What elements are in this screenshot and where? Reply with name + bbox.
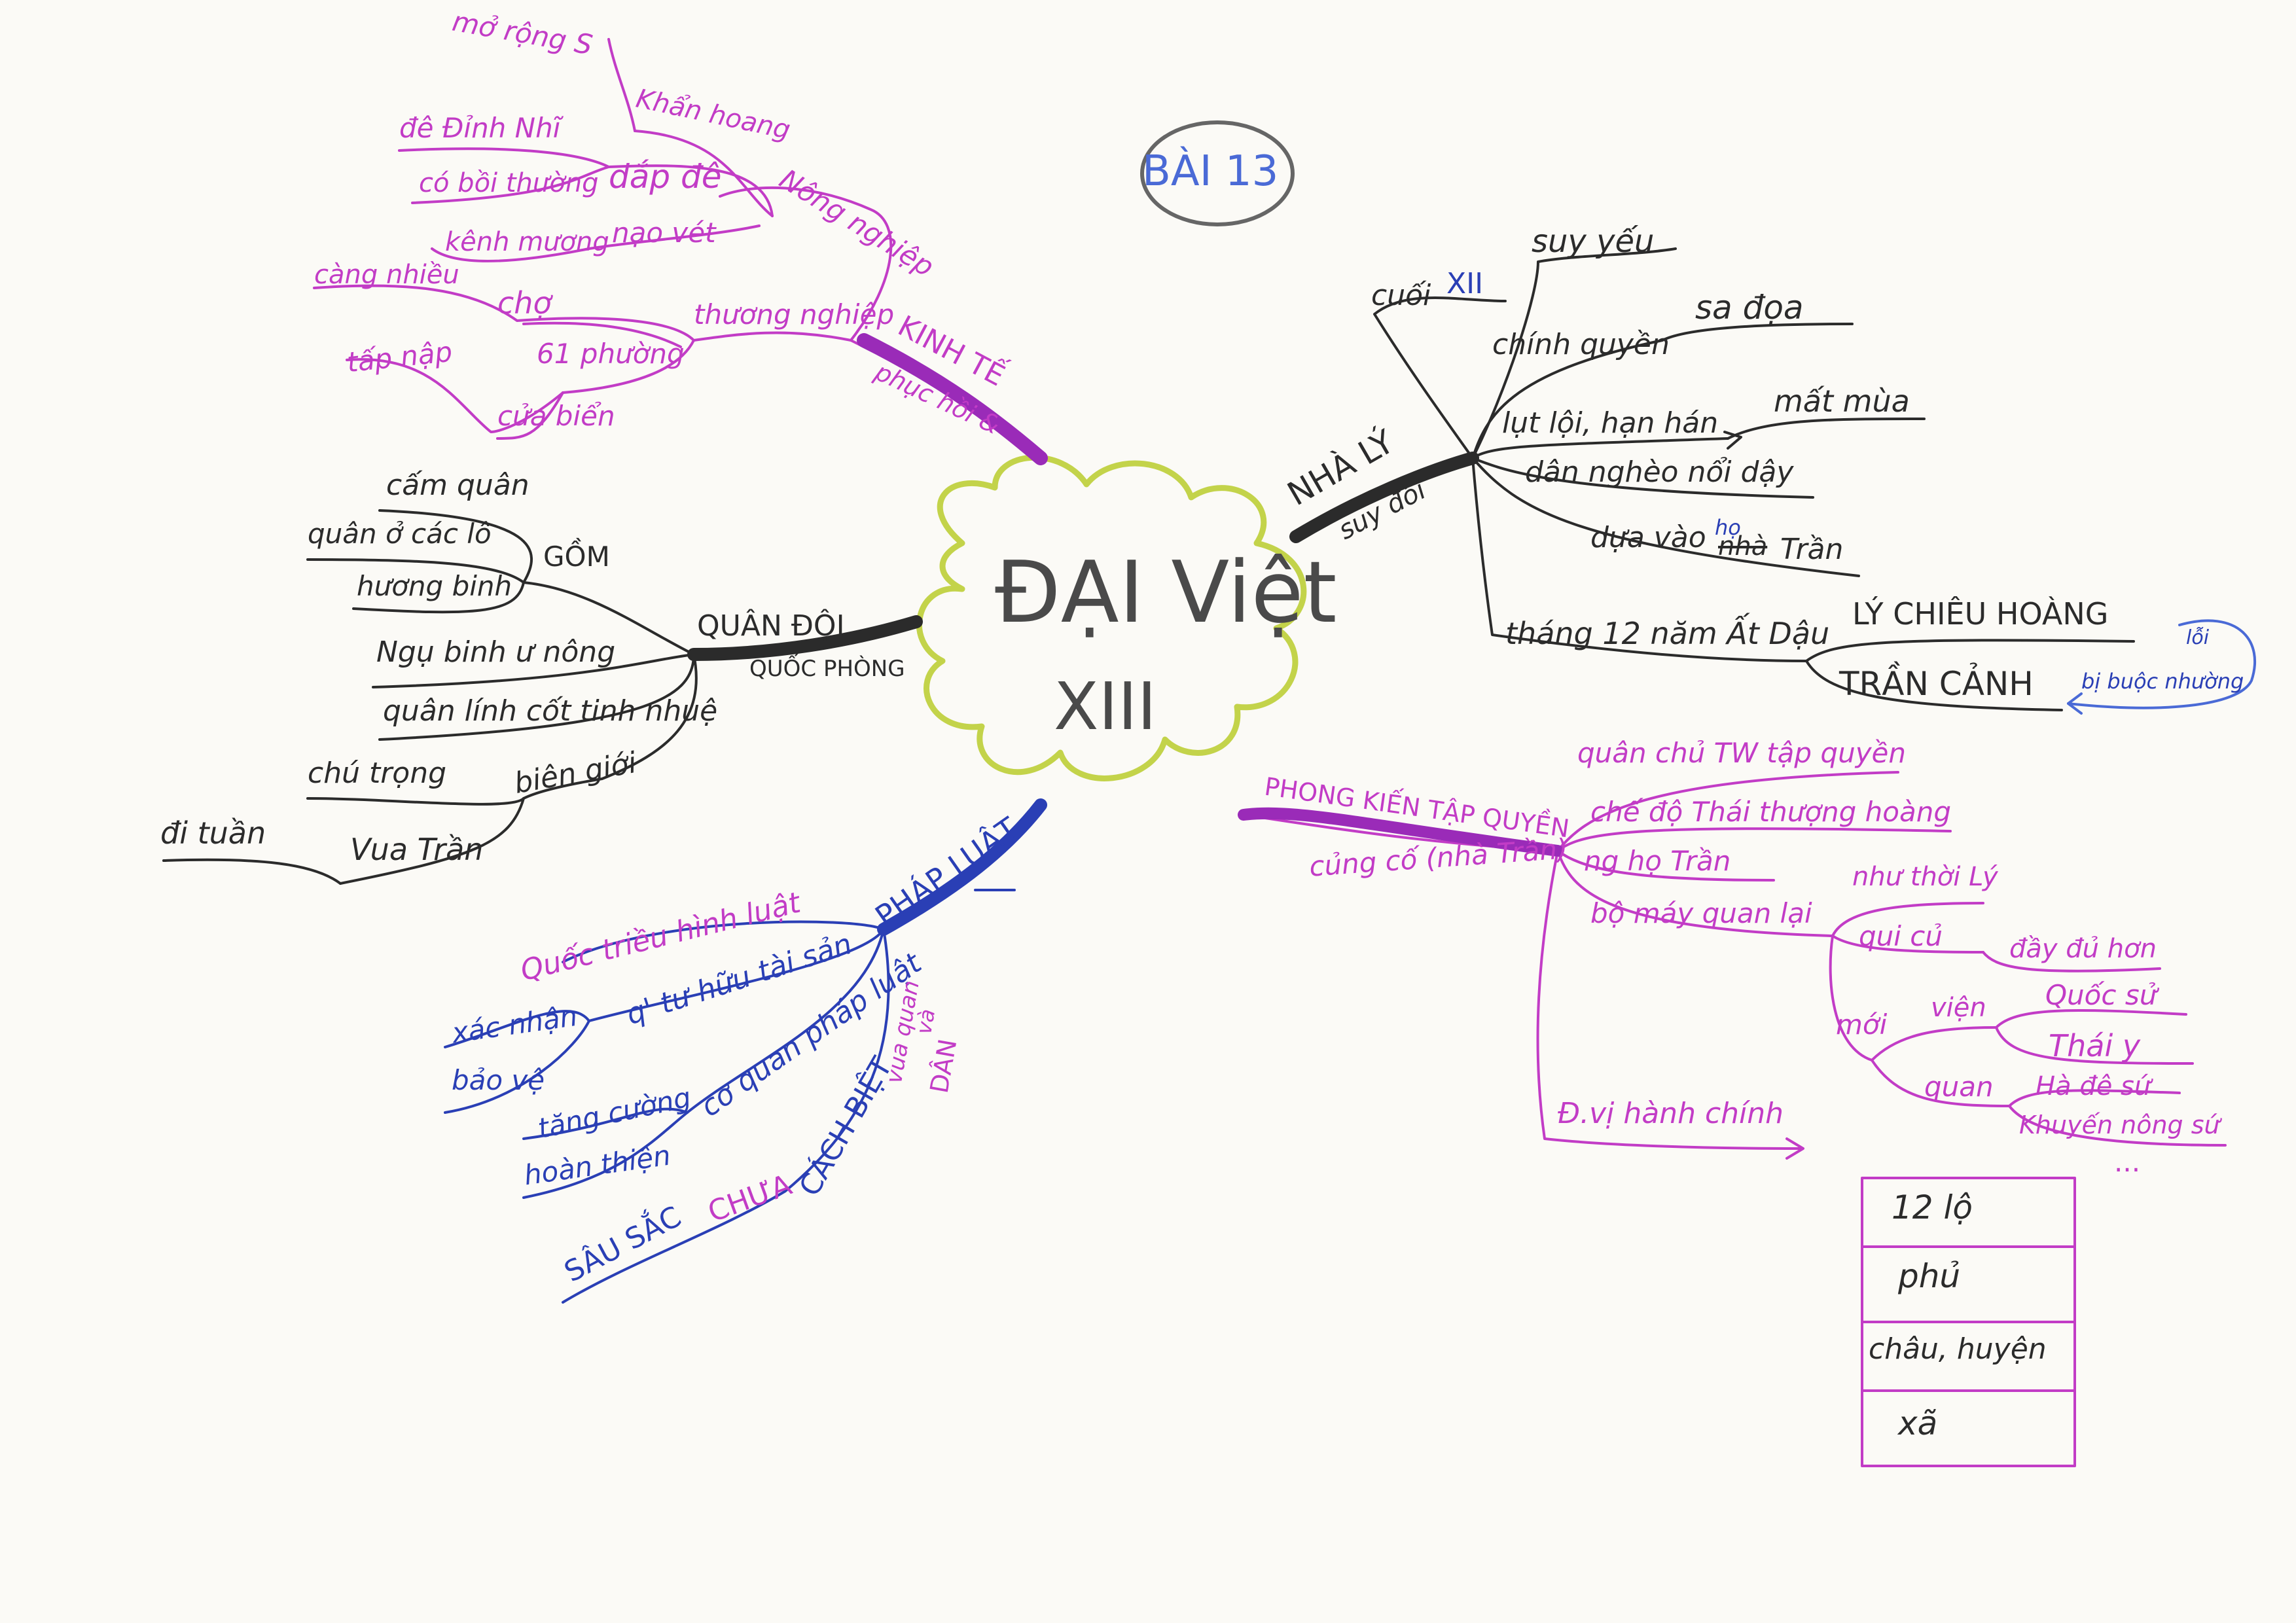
dua-vao: dựa vào [1590,521,1706,554]
huong-binh: hương binh [357,570,512,602]
quan-o-cac-lo: quân ở các lô [308,518,492,550]
bao-ve: bảo vệ [452,1064,545,1096]
phong-kien-stem [1238,807,1564,857]
quan-doi-branch [162,509,698,885]
level-xa: xã [1898,1404,1938,1442]
tran: Trần [1780,533,1844,566]
center-title: ĐẠI Việt [995,543,1337,642]
thai-y: Thái y [2049,1028,2141,1063]
tinh-nhue: quân lính cốt tinh nhuệ [383,694,718,728]
che-do: chế độ Thái thượng hoàng [1590,796,1952,828]
center-subtitle: XIII [1054,668,1157,745]
cua-bien: cửa biển [497,400,615,432]
gom: GỒM [543,541,610,573]
nha-struck: nhà [1718,531,1768,562]
nao-vet: nạo vét [612,217,716,249]
ho: họ [1715,515,1741,540]
level-phu: phủ [1898,1257,1961,1295]
di-tuan: đi tuần [160,815,266,851]
tran-canh: TRẦN CẢNH [1839,665,2034,703]
kinh-te-stem [857,333,1048,465]
ng-ho-tran: ng họ Trần [1584,845,1731,877]
center-cloud [916,454,1307,781]
cuoi: cuối [1371,279,1431,312]
nha-ly-branch [1373,247,2135,711]
thang12: tháng 12 năm Ất Dậu [1505,616,1830,651]
title-tag: BÀI 13 [1142,147,1279,196]
chinh-quyen: chính quyền [1492,328,1670,361]
kenh-muong: kênh mương [445,227,609,257]
dots: ... [2114,1146,2141,1178]
quoc-su: Quốc sử [2045,979,2157,1011]
kinh-te-branch [313,38,1042,453]
level-lo: 12 lộ [1892,1188,1973,1226]
mat-mua-arrow [1723,431,1742,450]
quan: quan [1924,1071,1994,1103]
bi-buoc: bị buộc nhường [2081,669,2244,694]
nha-ly-stem [1289,452,1479,543]
cang-nhieu: càng nhiều [314,260,459,290]
day-du-hon: đầy đủ hơn [2009,934,2157,964]
ly-chieu-hoang: LÝ CHIÊU HOÀNG [1852,596,2109,632]
xii: XII [1446,267,1484,300]
phap-luat-stem [877,798,1047,936]
title-oval [1140,120,1295,226]
sa-doa: sa đọa [1695,289,1804,327]
quan-chu: quân chủ TW tập quyền [1577,737,1907,769]
ngu-binh: Ngụ binh ư nông [376,635,616,669]
cam-quan: cấm quân [386,469,529,502]
quan-doi-label: QUÂN ĐỘI [697,609,845,643]
dan-ngheo: dân nghèo nổi dậy [1525,455,1794,489]
mat-mua: mất mùa [1774,383,1910,419]
bo-may: bộ máy quan lại [1590,897,1812,929]
dv-hanh-chinh: Đ.vị hành chính [1558,1097,1784,1130]
quan-doi-stem [687,615,923,661]
qui-cu: qui củ [1859,920,1943,952]
lut-loi: lụt lội, hạn hán [1502,406,1719,440]
phuong: 61 phường [537,338,685,370]
level-chau-huyen: châu, huyện [1869,1332,2047,1366]
loop-note: lỗi [2186,626,2210,649]
vua-tran: Vua Trần [350,832,484,867]
thuong-nghiep: thương nghiệp [694,298,895,330]
moi: mới [1836,1008,1888,1041]
co-boi-thuong: có bồi thường [419,168,599,198]
va: và [911,1007,941,1037]
quoc-phong-label: QUỐC PHÒNG [749,656,905,682]
chu-trong: chú trọng [308,757,447,790]
de-dinh-nhi: đê Đỉnh Nhĩ [399,112,561,144]
cho: chợ [497,285,552,321]
vien: viện [1931,993,1986,1023]
nhu-thoi-ly: như thời Lý [1852,862,1998,892]
ha-de-su: Hà đê sứ [2036,1071,2151,1101]
phap-luat-branch [444,920,890,1304]
suy-yeu: suy yếu [1532,223,1655,260]
khuyen-nong: Khuyến nông sứ [2019,1111,2220,1139]
dap-de: đắp đê [609,158,722,196]
bi-buoc-arrow [2067,619,2256,709]
